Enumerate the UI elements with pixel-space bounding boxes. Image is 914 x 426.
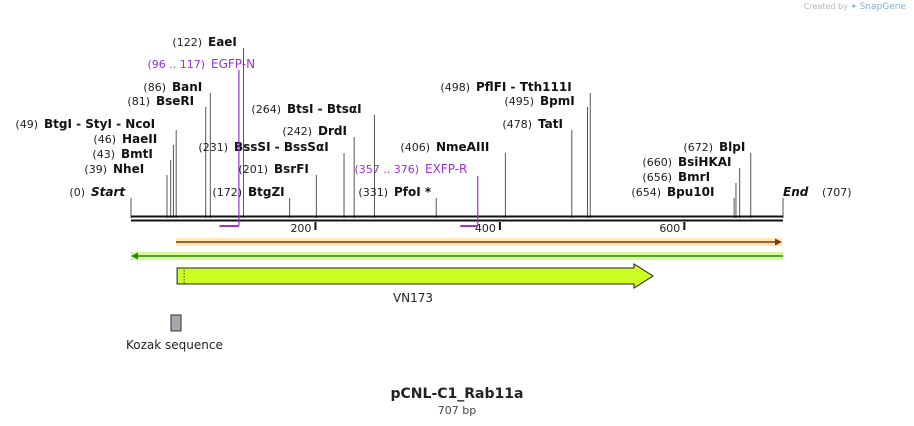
- site-name-label: NheI: [113, 162, 144, 176]
- primer-position-label: (357 .. 376): [354, 163, 419, 176]
- site-position-label: (39): [84, 163, 107, 176]
- site-position-label: (86): [143, 81, 166, 94]
- site-name-label: BtsI - BtsαI: [287, 102, 362, 116]
- site-position-label: (242): [282, 125, 312, 138]
- primer-name-label: EGFP-N: [211, 57, 255, 71]
- site-position-label: (656): [642, 171, 672, 184]
- site-position-label: (654): [631, 186, 661, 199]
- site-name-label: BmrI: [678, 170, 710, 184]
- vn173-feature-arrow: [176, 263, 654, 289]
- site-position-label: (478): [502, 118, 532, 131]
- site-position-label: (672): [683, 141, 713, 154]
- site-name-label: TatI: [538, 117, 563, 131]
- primer-name-label: EXFP-R: [425, 162, 467, 176]
- site-name-label: BanI: [172, 80, 202, 94]
- kozak-label: Kozak sequence: [126, 338, 223, 352]
- site-name-label: BmtI: [121, 147, 153, 161]
- site-name-label: Bpu10I: [667, 185, 714, 199]
- site-name-label: Start: [91, 185, 126, 199]
- site-position-label: (81): [127, 95, 150, 108]
- green-arrow-head: [131, 252, 138, 260]
- site-position-label: (707): [822, 186, 852, 199]
- site-name-label: BssSI - BssSαI: [234, 140, 329, 154]
- credit-prefix: Created by: [803, 2, 848, 11]
- site-position-label: (122): [172, 36, 202, 49]
- site-name-label: BlpI: [719, 140, 745, 154]
- site-name-label: HaeII: [122, 132, 157, 146]
- credit-brand: SnapGene: [859, 2, 906, 12]
- site-name-label: DrdI: [318, 124, 347, 138]
- site-position-label: (495): [504, 95, 534, 108]
- feature-start-marker: [176, 267, 185, 285]
- ruler-tick-label: 600: [659, 222, 680, 235]
- site-name-label: BpmI: [540, 94, 575, 108]
- site-name-label: BseRI: [156, 94, 194, 108]
- map-title: pCNL-C1_Rab11a: [390, 386, 524, 402]
- site-name-label: BsiHKAI: [678, 155, 732, 169]
- primer-position-label: (96 .. 117): [147, 58, 205, 71]
- site-position-label: (231): [198, 141, 228, 154]
- site-name-label: End: [783, 185, 809, 199]
- map-length: 707 bp: [437, 404, 477, 417]
- site-name-label: PflFI - Tth111I: [476, 80, 572, 94]
- site-name-label: BsrFI: [274, 162, 309, 176]
- site-position-label: (172): [212, 186, 242, 199]
- site-position-label: (46): [93, 133, 116, 146]
- site-position-label: (43): [92, 148, 115, 161]
- site-name-label: EaeI: [208, 35, 237, 49]
- vn173-label: VN173: [393, 291, 433, 305]
- site-position-label: (331): [358, 186, 388, 199]
- site-position-label: (406): [400, 141, 430, 154]
- snapgene-logo-icon: ✦: [850, 2, 858, 11]
- ruler-tick-label: 200: [290, 222, 311, 235]
- snapgene-credit: Created by ✦ SnapGene: [804, 2, 906, 12]
- site-position-label: (49): [15, 118, 38, 131]
- site-name-label: BtgI - StyI - NcoI: [44, 117, 155, 131]
- site-name-label: PfoI *: [394, 185, 432, 199]
- site-name-label: NmeAIII: [436, 140, 489, 154]
- site-position-label: (201): [238, 163, 268, 176]
- site-position-label: (660): [642, 156, 672, 169]
- ruler-tick-label: 400: [475, 222, 496, 235]
- site-name-label: BtgZI: [248, 185, 285, 199]
- kozak-feature-box: [170, 314, 182, 332]
- site-position-label: (498): [440, 81, 470, 94]
- site-position-label: (0): [69, 186, 85, 199]
- orange-arrow-head: [775, 238, 782, 246]
- site-position-label: (264): [251, 103, 281, 116]
